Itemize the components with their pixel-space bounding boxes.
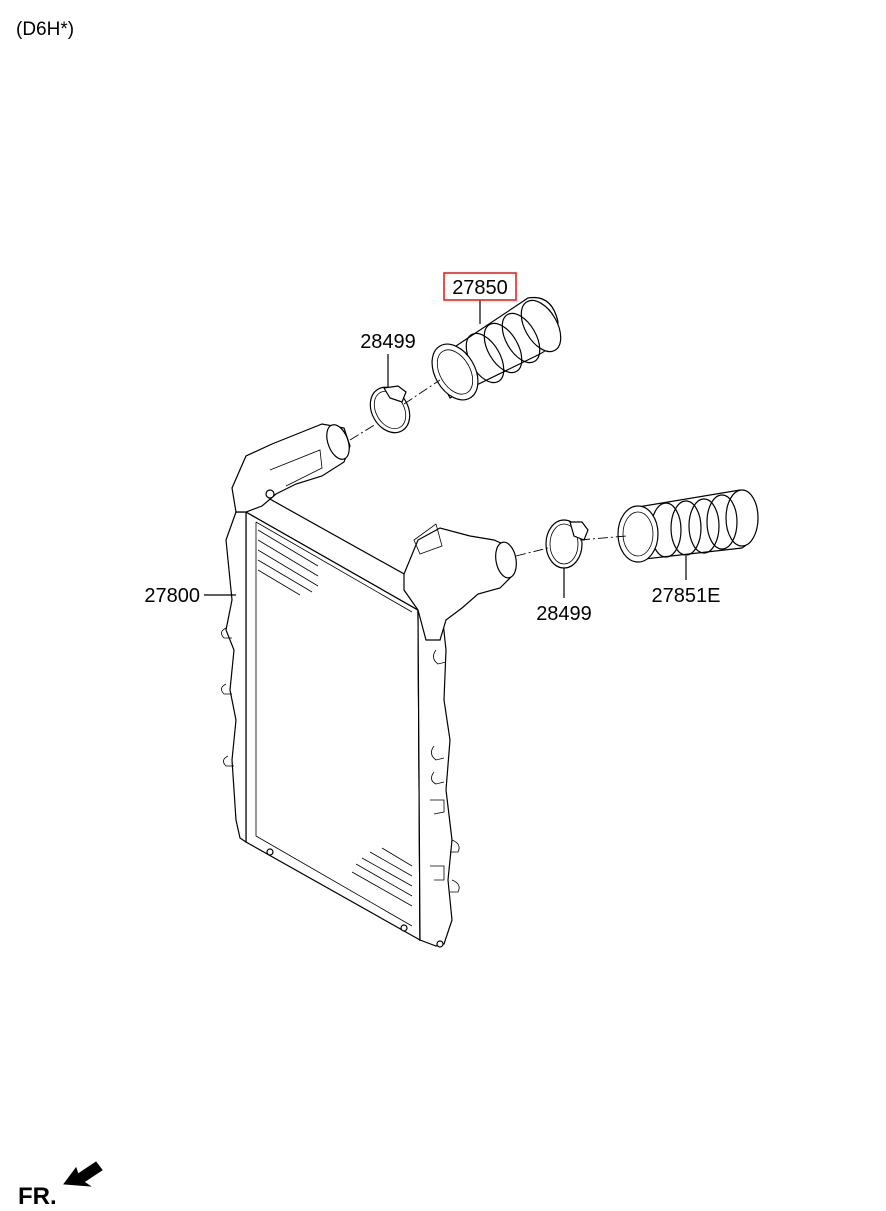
hose-27850 xyxy=(431,296,562,401)
centerline-upper-2 xyxy=(403,379,441,405)
centerline-lower-2 xyxy=(579,535,627,541)
part-label-27850[interactable]: 27850 xyxy=(452,277,508,299)
part-highlight-box xyxy=(443,272,517,301)
part-label-27851e[interactable]: 27851E xyxy=(652,585,721,607)
clamp-lower xyxy=(545,519,589,569)
front-arrow-icon xyxy=(63,1161,103,1187)
lower-inlet-port xyxy=(495,541,517,579)
centerline-lower-1 xyxy=(515,547,549,557)
lower-inlet-elbow xyxy=(403,527,515,641)
part-label-28499-lower[interactable]: 28499 xyxy=(536,603,592,625)
upper-outlet-pipe xyxy=(231,423,351,513)
clamp-upper xyxy=(369,385,411,434)
hose-27851e-end xyxy=(617,505,659,563)
intercooler-right-tank xyxy=(417,592,453,947)
front-direction-indicator: FR. xyxy=(18,1161,103,1210)
intercooler-assembly xyxy=(221,423,517,948)
part-label-27800[interactable]: 27800 xyxy=(144,585,200,607)
engine-code: (D6H*) xyxy=(16,19,74,40)
upper-outlet-port xyxy=(326,424,350,460)
intercooler-left-tank xyxy=(225,511,247,844)
part-label-28499-upper[interactable]: 28499 xyxy=(360,331,416,353)
hose-27851e xyxy=(617,489,759,563)
centerline-upper-1 xyxy=(349,423,377,441)
front-direction-label: FR. xyxy=(18,1183,57,1210)
